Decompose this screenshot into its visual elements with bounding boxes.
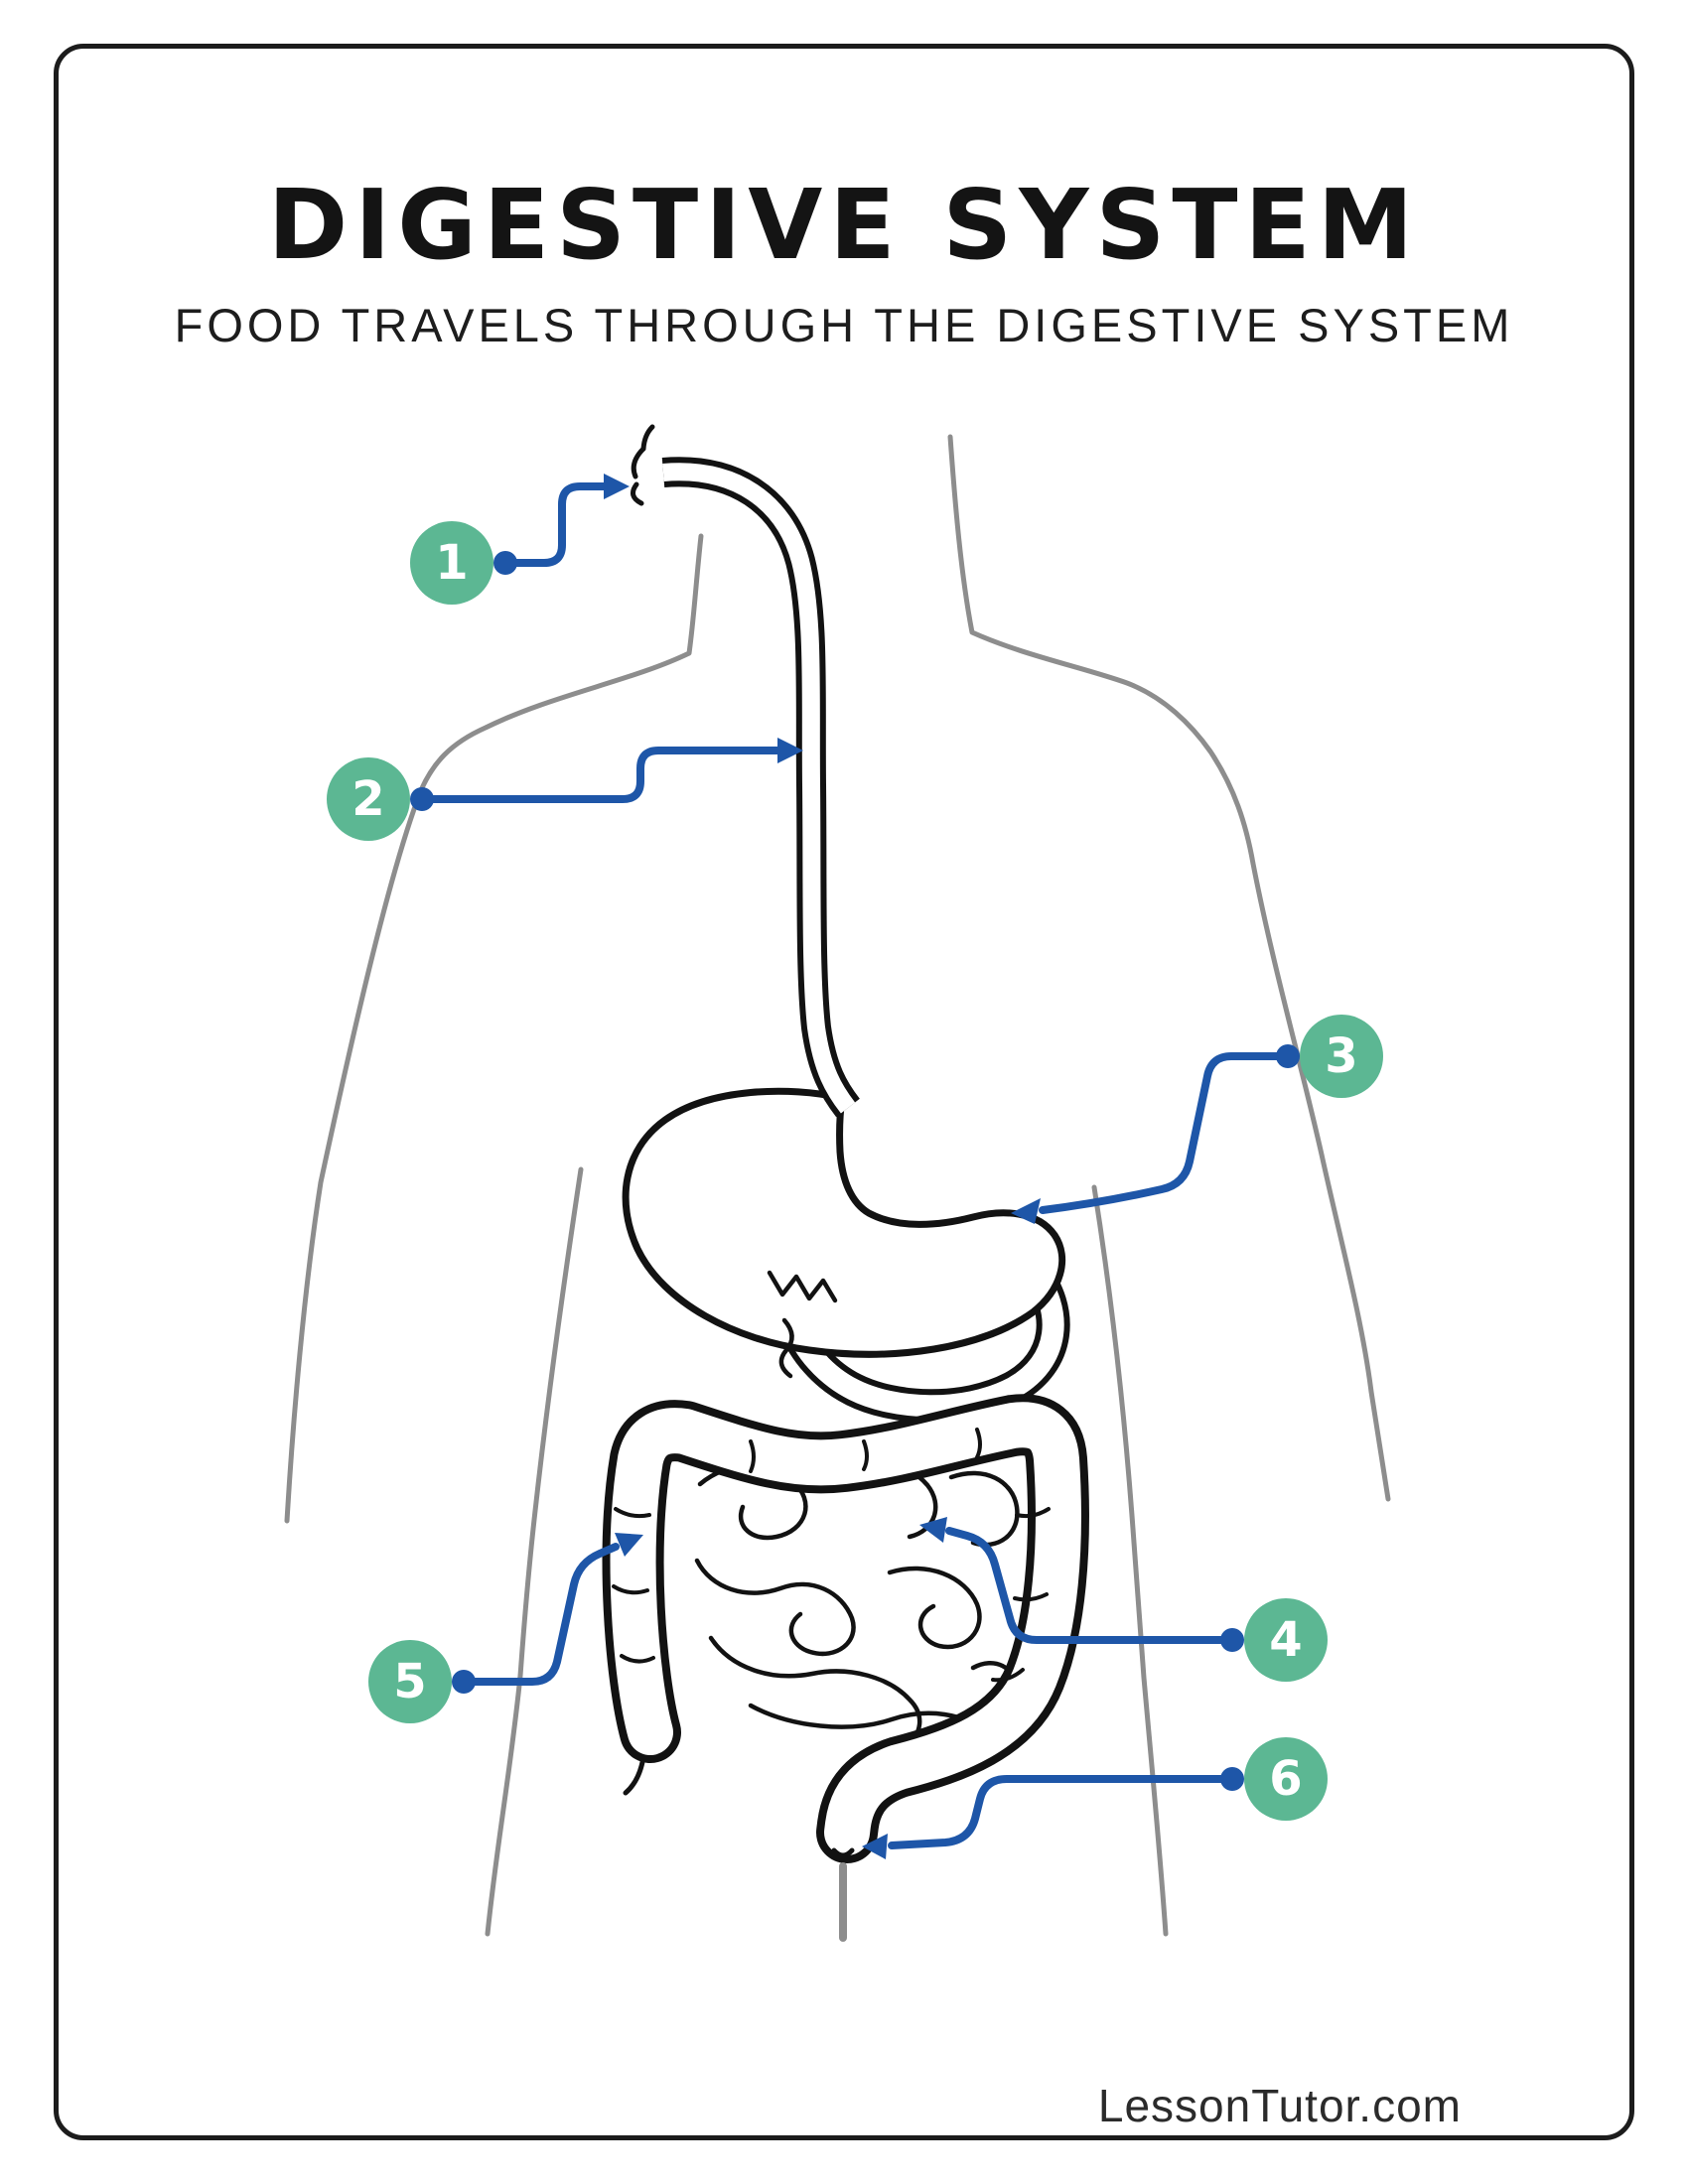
haustra-marks — [612, 1428, 1051, 1683]
label-number-2: 2 — [352, 771, 385, 827]
digestive-tract — [602, 424, 1089, 1942]
body-right-shoulder-arm — [947, 434, 1391, 1502]
arrow-4-small-intestine — [919, 1517, 1244, 1652]
label-number-6: 6 — [1269, 1751, 1303, 1807]
duodenum — [778, 1260, 1070, 1424]
pointer-arrows — [410, 474, 1300, 1859]
esophagus — [661, 457, 860, 1118]
label-marker-1: 1 — [410, 521, 493, 605]
rectum-anus — [831, 1847, 855, 1942]
body-right-torso-hip — [1091, 1184, 1169, 1937]
body-left-shoulder-arm — [284, 533, 704, 1524]
label-marker-3: 3 — [1300, 1015, 1383, 1098]
arrow-2-esophagus — [410, 738, 803, 811]
stomach — [622, 1087, 1066, 1358]
arrow-5-large-intestine — [452, 1533, 643, 1694]
body-left-torso-hip — [485, 1166, 584, 1937]
label-number-1: 1 — [435, 535, 469, 591]
footer-brand: LessonTutor.com — [1097, 2080, 1462, 2131]
page-subtitle: FOOD TRAVELS THROUGH THE DIGESTIVE SYSTE… — [174, 299, 1514, 351]
label-marker-6: 6 — [1244, 1737, 1328, 1821]
mouth — [630, 424, 655, 506]
page-border — [54, 44, 1634, 2140]
appendix — [623, 1754, 646, 1796]
bile-duct-squiggles — [767, 1270, 838, 1379]
small-intestine — [694, 1456, 1020, 1748]
label-number-3: 3 — [1325, 1028, 1358, 1084]
arrow-6-rectum — [862, 1767, 1244, 1859]
label-marker-2: 2 — [327, 757, 410, 841]
large-intestine — [602, 1394, 1089, 1863]
label-number-4: 4 — [1269, 1612, 1303, 1668]
label-marker-5: 5 — [368, 1640, 452, 1723]
label-marker-4: 4 — [1244, 1598, 1328, 1682]
page-title: DIGESTIVE SYSTEM — [267, 169, 1421, 281]
arrow-1-mouth — [493, 474, 630, 575]
label-number-5: 5 — [393, 1654, 427, 1709]
arrow-3-stomach — [1011, 1044, 1300, 1224]
